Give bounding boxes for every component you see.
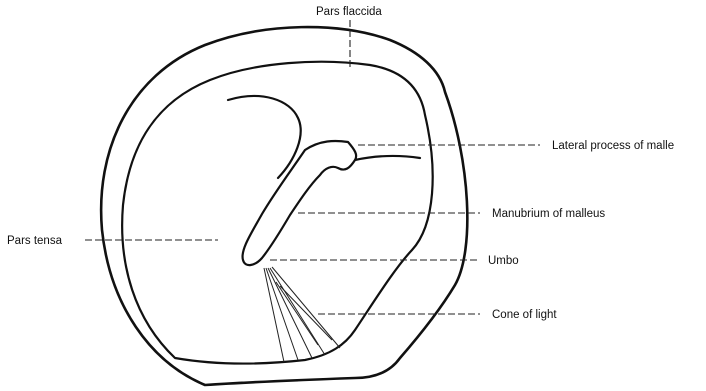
label-lateral-process: Lateral process of malle xyxy=(552,140,674,152)
label-pars-tensa: Pars tensa xyxy=(7,235,63,247)
label-manubrium: Manubrium of malleus xyxy=(492,208,605,220)
pars-flaccida-boundary xyxy=(228,96,301,178)
label-pars-flaccida: Pars flaccida xyxy=(316,6,382,18)
tympanic-outer-ring xyxy=(101,27,467,385)
label-umbo: Umbo xyxy=(488,255,519,267)
label-cone-of-light: Cone of light xyxy=(492,309,557,321)
malleus-outline xyxy=(243,141,420,265)
tympanic-inner-edge xyxy=(122,62,433,364)
